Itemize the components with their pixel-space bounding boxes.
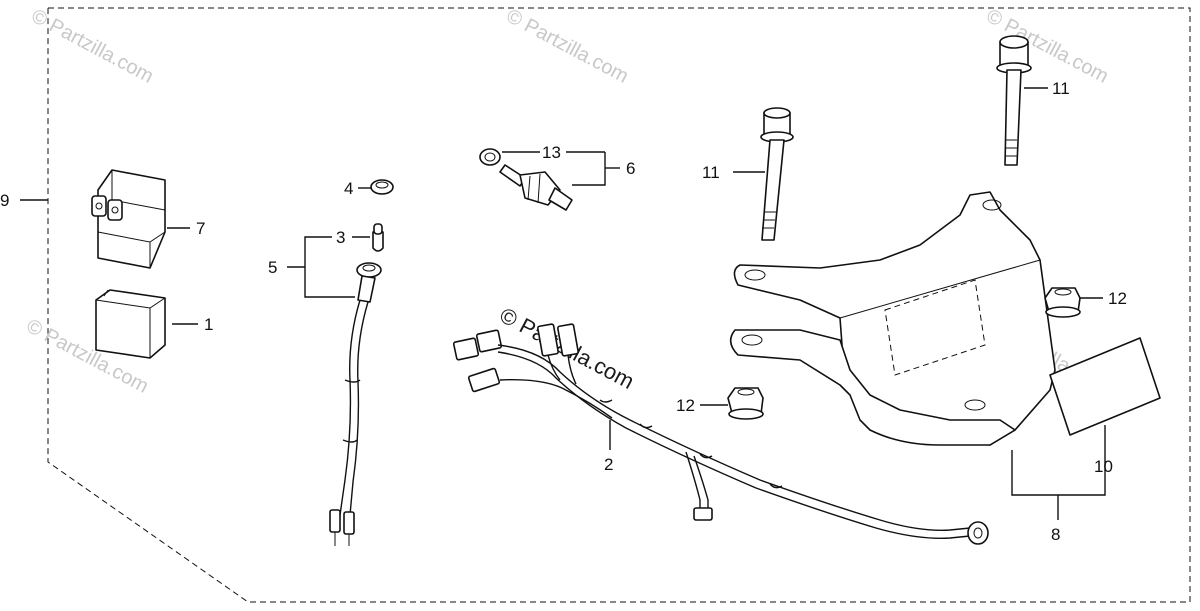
callout-11-right: 11: [1052, 79, 1070, 98]
callout-8: 8: [1051, 525, 1060, 544]
label-plate: [1049, 337, 1161, 436]
rubber-cap: [370, 179, 394, 195]
callout-2: 2: [604, 455, 613, 474]
callout-11-left: 11: [702, 163, 720, 182]
callout-4: 4: [344, 179, 353, 198]
callout-10: 10: [1094, 457, 1113, 476]
watermark-top-left: © Partzilla.com: [28, 5, 157, 88]
sensor-switch: [499, 164, 573, 211]
callout-1: 1: [204, 315, 213, 334]
callout-9: 9: [0, 191, 9, 210]
frame-border: [47, 7, 1191, 603]
callout-6: 6: [626, 159, 635, 178]
callouts: 9 7 1 4 3 5 13 6 11 11 12 12 2 10 8: [0, 79, 1127, 544]
o-ring: [479, 148, 501, 166]
leader-lines: [20, 87, 1106, 520]
callout-12-center: 12: [676, 396, 695, 415]
watermark-top-center: © Partzilla.com: [503, 5, 632, 88]
flange-nut-center: [727, 387, 764, 420]
flange-nut-right: [1044, 287, 1081, 318]
flange-bolt-long: [996, 35, 1032, 166]
rubber-cover: [95, 289, 166, 359]
flange-bolt-short: [760, 107, 794, 241]
bulb-socket-harness: [329, 262, 382, 546]
callout-3: 3: [336, 228, 345, 247]
callout-7: 7: [196, 219, 205, 238]
callout-5: 5: [268, 258, 277, 277]
mounting-bracket: [729, 191, 1056, 446]
cdi-unit: [91, 169, 166, 269]
wire-harness: [452, 323, 989, 545]
callout-13: 13: [542, 143, 561, 162]
callout-12-right: 12: [1108, 289, 1127, 308]
indicator-bulb: [372, 223, 384, 252]
